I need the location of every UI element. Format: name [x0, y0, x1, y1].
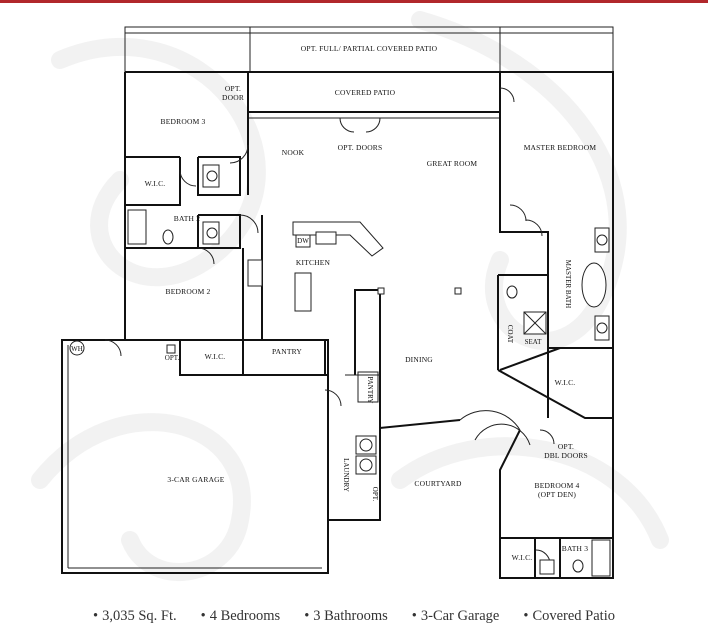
fixtures [69, 164, 611, 577]
label-pantry: PANTRY [272, 347, 302, 356]
label-opt-door-2: DOOR [222, 93, 244, 102]
label-laundry: LAUNDRY [342, 458, 350, 492]
feature-list: 3,035 Sq. Ft. 4 Bedrooms 3 Bathrooms 3-C… [0, 604, 708, 628]
label-seat: SEAT [525, 338, 542, 346]
label-opt-dbl-doors-1: OPT. [558, 442, 574, 451]
label-bedroom-3: BEDROOM 3 [161, 117, 206, 126]
label-wic-bedroom-4: W.I.C. [512, 553, 533, 562]
top-accent-line [0, 0, 708, 3]
label-pantry-small: PANTRY [366, 377, 374, 404]
feature-bathrooms: 3 Bathrooms [304, 608, 388, 625]
label-kitchen: KITCHEN [296, 258, 331, 267]
label-covered-patio: COVERED PATIO [335, 88, 396, 97]
label-garage: 3-CAR GARAGE [167, 475, 224, 484]
feature-bedrooms: 4 Bedrooms [201, 608, 280, 625]
label-bedroom-4: BEDROOM 4 [535, 481, 580, 490]
label-master-bedroom: MASTER BEDROOM [524, 143, 597, 152]
label-dining: DINING [405, 355, 433, 364]
label-opt-dbl-doors-2: DBL DOORS [544, 451, 588, 460]
background-ornament [31, 11, 669, 581]
label-coat: COAT [506, 325, 514, 344]
label-opt-wic: OPT. [165, 354, 180, 362]
label-opt-door-1: OPT. [225, 84, 241, 93]
label-opt-doors: OPT. DOORS [338, 143, 383, 152]
label-great-room: GREAT ROOM [427, 159, 478, 168]
label-bedroom-2: BEDROOM 2 [166, 287, 211, 296]
label-wic-bedroom-2: W.I.C. [205, 352, 226, 361]
label-bath-3: BATH 3 [562, 544, 588, 553]
floor-plan: OPT. FULL/ PARTIAL COVERED PATIO COVERED… [31, 11, 669, 581]
label-opt-laundry: OPT. [371, 487, 379, 502]
label-master-bath: MASTER BATH [564, 260, 572, 308]
label-wic-bedroom-3: W.I.C. [145, 179, 166, 188]
feature-garage: 3-Car Garage [412, 608, 500, 625]
label-dw: DW [297, 237, 309, 245]
label-opt-patio: OPT. FULL/ PARTIAL COVERED PATIO [301, 44, 438, 53]
label-wic-master: W.I.C. [555, 378, 576, 387]
door-swings [104, 87, 555, 565]
label-courtyard: COURTYARD [414, 479, 462, 488]
label-bedroom-4-opt-den: (OPT DEN) [538, 490, 576, 499]
label-bath-2: BATH 2 [174, 214, 200, 223]
feature-sqft: 3,035 Sq. Ft. [93, 608, 177, 625]
label-nook: NOOK [282, 148, 305, 157]
label-wh: WH [71, 345, 83, 353]
room-labels: OPT. FULL/ PARTIAL COVERED PATIO COVERED… [71, 44, 596, 562]
feature-patio: Covered Patio [523, 608, 615, 625]
